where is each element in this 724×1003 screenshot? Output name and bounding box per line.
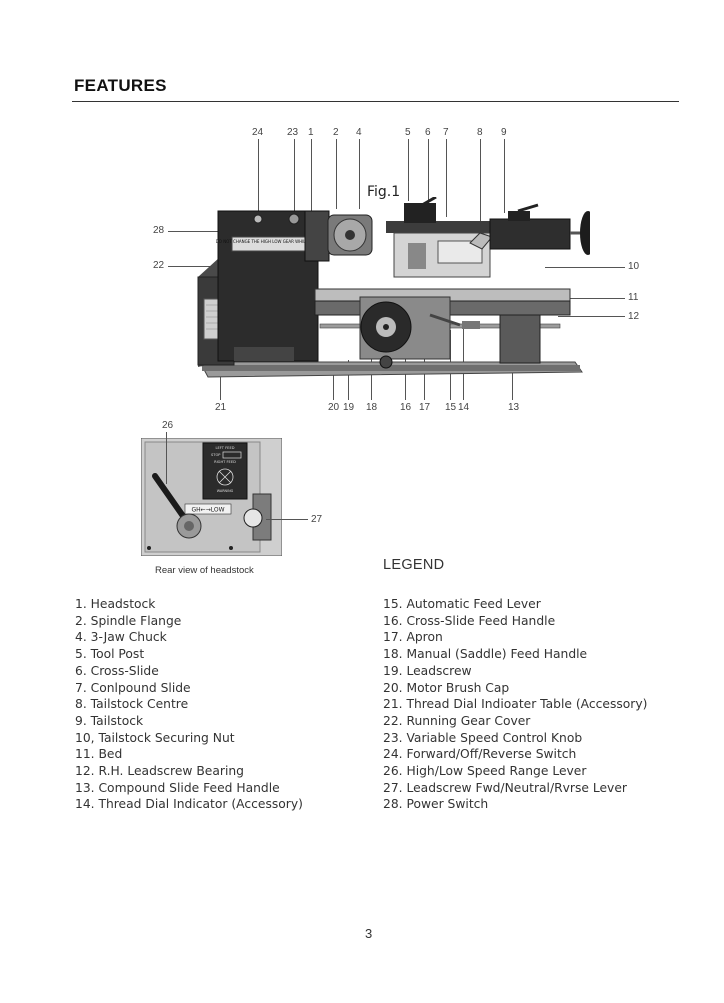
- leader-1: [311, 139, 312, 211]
- legend-item: 28. Power Switch: [383, 797, 489, 812]
- callout-1: 1: [308, 127, 314, 138]
- headstock-rear-photo: LEFT FEED STOP RIGHT FEED WARNING GH←→LO…: [141, 438, 282, 556]
- legend-item: 13. Compound Slide Feed Handle: [75, 780, 280, 795]
- callout-19: 19: [343, 402, 355, 413]
- legend-item: 2. Spindle Flange: [75, 613, 182, 628]
- callout-5: 5: [405, 127, 411, 138]
- panel-left-feed-text: LEFT FEED: [216, 446, 235, 450]
- heading-rule: [72, 101, 679, 102]
- legend-item: 18. Manual (Saddle) Feed Handle: [383, 647, 588, 662]
- leader-23: [294, 139, 295, 217]
- leader-27: [266, 519, 308, 520]
- callout-17: 17: [419, 402, 431, 413]
- callout-24: 24: [252, 127, 264, 138]
- legend-item: 21. Thread Dial Indioater Table (Accesso…: [383, 697, 648, 712]
- callout-11: 11: [628, 292, 639, 303]
- leader-13: [512, 365, 513, 400]
- legend-item: 19. Leadscrew: [383, 663, 472, 678]
- page-number: 3: [365, 926, 373, 941]
- callout-14: 14: [458, 402, 470, 413]
- callout-21: 21: [215, 402, 227, 413]
- panel-right-feed-text: RIGHT FEED: [214, 460, 236, 464]
- leader-11: [565, 298, 625, 299]
- legend-item: 7. Conlpound Slide: [75, 680, 191, 695]
- legend-item: 12. R.H. Leadscrew Bearing: [75, 764, 244, 779]
- callout-9: 9: [501, 127, 507, 138]
- legend-item: 22. Running Gear Cover: [383, 713, 531, 728]
- leader-20: [333, 365, 334, 400]
- legend-right-list: 15. Automatic Feed Lever 16. Cross-Slide…: [383, 596, 647, 813]
- leader-8: [480, 139, 481, 227]
- callout-28: 28: [153, 225, 165, 236]
- legend-item: 4. 3-Jaw Chuck: [75, 630, 167, 645]
- legend-item: 1. Headstock: [75, 597, 156, 611]
- figure-label: Fig.1: [367, 184, 401, 200]
- callout-18: 18: [366, 402, 378, 413]
- callout-4: 4: [356, 127, 362, 138]
- leader-9: [504, 139, 505, 213]
- panel-stop-text: STOP: [211, 453, 221, 457]
- callout-15: 15: [445, 402, 457, 413]
- leader-22: [168, 266, 210, 267]
- legend-item: 17. Apron: [383, 630, 443, 645]
- legend-item: 11. Bed: [75, 747, 123, 762]
- callout-23: 23: [287, 127, 299, 138]
- leader-26: [166, 432, 167, 484]
- lathe-photo: DO NOT CHANGE THE HIGH LOW GEAR WHILE RU…: [197, 197, 590, 378]
- leader-24: [258, 139, 259, 217]
- legend-item: 24. Forward/Off/Reverse Switch: [383, 747, 577, 762]
- legend-item: 9. Tailstock: [75, 713, 144, 728]
- legend-item: 5. Tool Post: [75, 647, 145, 662]
- leader-4: [359, 139, 360, 209]
- callout-27: 27: [311, 514, 323, 525]
- callout-7: 7: [443, 127, 449, 138]
- callout-2: 2: [333, 127, 339, 138]
- legend-left-list: 1. Headstock 2. Spindle Flange 4. 3-Jaw …: [75, 596, 303, 813]
- legend-item: 20. Motor Brush Cap: [383, 680, 510, 695]
- leader-7: [446, 139, 447, 217]
- leader-19: [348, 360, 349, 400]
- leader-12: [558, 316, 625, 317]
- legend-item: 14. Thread Dial Indicator (Accessory): [75, 797, 303, 812]
- inset-caption: Rear view of headstock: [155, 565, 254, 576]
- legend-item: 26. High/Low Speed Range Lever: [383, 764, 587, 779]
- panel-warning-text: WARNING: [217, 489, 234, 493]
- callout-20: 20: [328, 402, 340, 413]
- legend-item: 6. Cross-Slide: [75, 663, 159, 678]
- range-lever-label: GH←→LOW: [192, 507, 225, 514]
- legend-item: 27. Leadscrew Fwd/Neutral/Rvrse Lever: [383, 780, 627, 795]
- callout-6: 6: [425, 127, 431, 138]
- legend-item: 10, Tailstock Securing Nut: [75, 730, 235, 745]
- callout-13: 13: [508, 402, 520, 413]
- callout-8: 8: [477, 127, 483, 138]
- callout-22: 22: [153, 260, 165, 271]
- legend-item: 16. Cross-Slide Feed Handle: [383, 613, 556, 628]
- legend-item: 8. Tailstock Centre: [75, 697, 189, 712]
- page-heading: FEATURES: [74, 76, 167, 95]
- leader-6: [428, 139, 429, 215]
- leader-5: [408, 139, 409, 201]
- leader-2: [336, 139, 337, 209]
- callout-16: 16: [400, 402, 412, 413]
- leader-18: [371, 357, 372, 400]
- legend-item: 23. Variable Speed Control Knob: [383, 730, 583, 745]
- warning-plate-text: DO NOT CHANGE THE HIGH LOW GEAR WHILE RU…: [216, 239, 329, 244]
- callout-12: 12: [628, 311, 640, 322]
- leader-28: [168, 231, 220, 232]
- legend-item: 15. Automatic Feed Lever: [383, 597, 541, 611]
- leader-21: [220, 370, 221, 400]
- callout-10: 10: [628, 261, 640, 272]
- leader-10: [545, 267, 625, 268]
- callout-26: 26: [162, 420, 174, 431]
- legend-title: LEGEND: [383, 557, 445, 573]
